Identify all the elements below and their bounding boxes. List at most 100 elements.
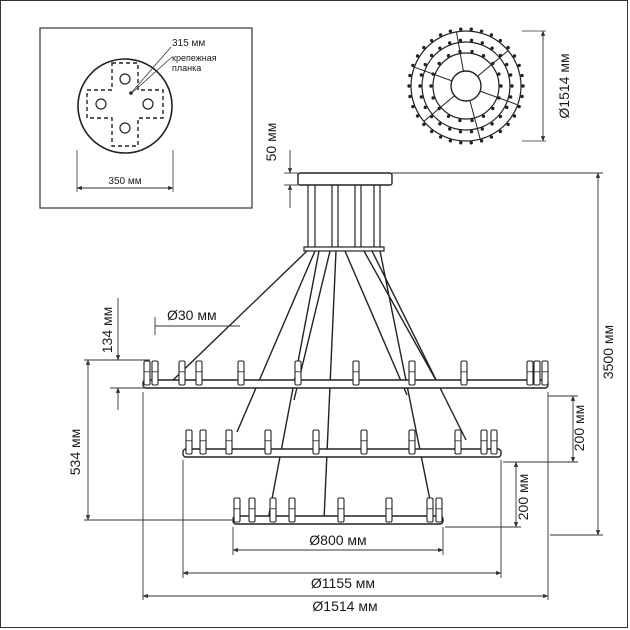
bead-dot: [469, 141, 473, 145]
lamp-tube: [460, 360, 468, 386]
lamp-tube: [143, 360, 151, 386]
bead-dot: [429, 114, 434, 119]
suspension-rods: [307, 185, 381, 249]
canopy-plate-circle: [77, 58, 173, 154]
mounting-bracket-outline: [86, 62, 164, 147]
lamp-tube: [233, 497, 241, 523]
bead-dot: [508, 95, 513, 99]
dimension-lines: [84, 150, 603, 600]
lamp-tube: [195, 360, 203, 386]
top-view-inner-ring: [432, 52, 500, 120]
bead-dot: [497, 72, 501, 76]
bead-dot: [438, 33, 443, 37]
bead-dot: [418, 84, 422, 88]
bead-dot: [419, 95, 424, 99]
screw-hole-bottom: [119, 122, 131, 134]
top-view-beads: [407, 27, 525, 145]
bead-dot: [510, 84, 514, 88]
ring-spacing-middle-label: 200 мм: [571, 405, 587, 452]
large-ring-diameter-label: Ø1514 мм: [312, 598, 377, 614]
bead-dot: [431, 72, 435, 76]
bead-dot: [437, 61, 441, 66]
lamp-tube: [526, 360, 534, 386]
ring-spacing-lower-label: 200 мм: [515, 474, 531, 521]
lamp-tube: [541, 360, 549, 386]
bead-dot: [490, 46, 494, 50]
screw-hole-top: [119, 73, 131, 85]
bead-dot: [459, 141, 463, 145]
hub-collar: [303, 246, 385, 252]
bead-dot: [479, 139, 484, 143]
bead-dot: [415, 114, 420, 118]
small-ring-diameter-label: Ø800 мм: [309, 532, 366, 548]
bead-dot: [438, 46, 442, 50]
bead-dot: [429, 53, 434, 58]
bead-dot: [520, 94, 524, 99]
bead-dot: [446, 114, 451, 119]
bead-dot: [407, 84, 411, 88]
ring-large: [142, 379, 549, 389]
bead-dot: [512, 114, 517, 118]
screw-hole-left: [95, 98, 107, 110]
bead-dot: [447, 41, 452, 45]
bead-dot: [448, 29, 453, 33]
lamp-tube: [337, 497, 345, 523]
bead-dot: [448, 139, 453, 143]
bead-dot: [411, 63, 415, 68]
bead-dot: [459, 27, 463, 31]
bead-dot: [505, 105, 509, 110]
bead-dot: [431, 96, 435, 100]
bead-dot: [481, 114, 486, 119]
lamp-tube: [312, 429, 320, 455]
lamp-tube: [199, 429, 207, 455]
bead-dot: [491, 61, 495, 66]
lamp-tube: [248, 497, 256, 523]
top-view-middle-ring: [421, 41, 511, 131]
bead-dot: [423, 62, 427, 67]
bead-dot: [480, 127, 485, 131]
bead-dot: [408, 94, 412, 99]
lamp-tube: [237, 360, 245, 386]
lamp-tube: [454, 429, 462, 455]
lamp-tube: [288, 497, 296, 523]
bead-dot: [517, 104, 521, 109]
bead-dot: [469, 38, 474, 43]
lamp-tube: [408, 429, 416, 455]
bead-dot: [498, 53, 503, 58]
bead-dot: [498, 114, 503, 119]
bead-dot: [506, 45, 510, 50]
ring-middle: [182, 448, 502, 458]
bracket-leader-line: [132, 56, 173, 93]
lamp-tube: [490, 429, 498, 455]
ring-spacing-upper-label: 534 мм: [67, 429, 83, 476]
bead-dot: [481, 53, 486, 58]
bracket-label-line2: планка: [172, 63, 201, 73]
bead-dot: [512, 54, 517, 58]
mount-width-label: 350 мм: [108, 176, 141, 187]
lamp-tube: [294, 360, 302, 386]
bead-dot: [446, 53, 451, 58]
bead-dot: [469, 129, 474, 134]
lamp-tube: [385, 497, 393, 523]
bead-dot: [429, 129, 434, 134]
lamp-tube: [480, 429, 488, 455]
lamp-tube: [435, 497, 443, 523]
lamp-tube: [426, 497, 434, 523]
bead-dot: [521, 84, 525, 88]
bead-dot: [470, 49, 474, 54]
upper-tier-height-label: 134 мм: [99, 307, 115, 354]
bead-dot: [423, 105, 427, 110]
lamp-tube: [408, 360, 416, 386]
bead-dot: [491, 106, 495, 111]
mount-diameter-label: 315 мм: [172, 38, 205, 49]
bead-dot: [498, 129, 503, 134]
bead-dot: [419, 73, 424, 77]
bead-dot: [489, 135, 494, 139]
bead-dot: [469, 27, 473, 31]
bead-dot: [508, 73, 513, 77]
screw-hole-right: [142, 98, 154, 110]
bead-dot: [422, 122, 426, 127]
bead-dot: [438, 135, 443, 139]
